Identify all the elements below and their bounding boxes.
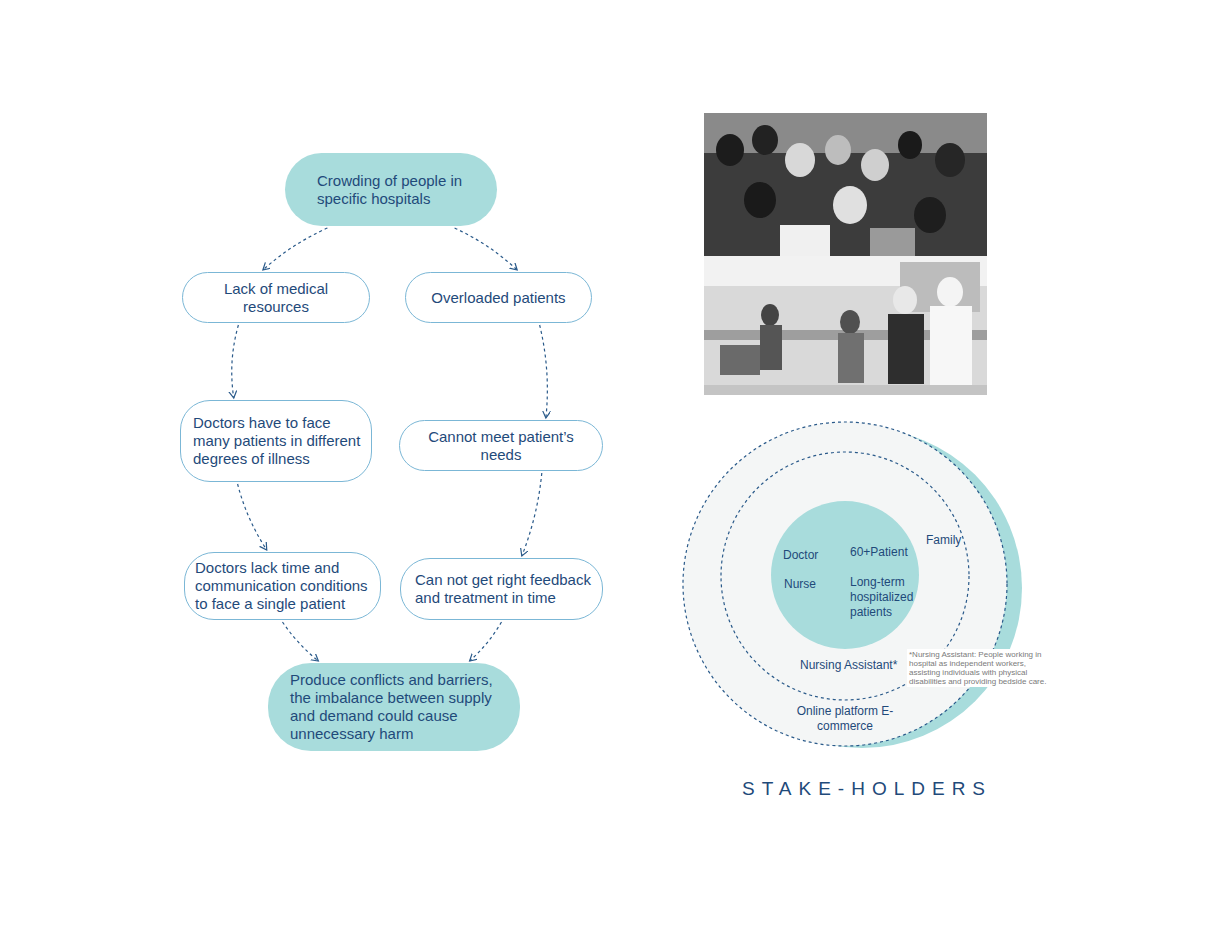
box-text: Produce conflicts and barriers, the imba… [290,671,508,743]
box-text: Doctors have to face many patients in di… [193,414,361,468]
ring-circle [771,501,919,649]
dashed-arrow [263,228,328,270]
stakeholder-ring: Online platform E-commerce FamilyNursing … [682,421,1008,747]
stakeholder-name: 60+Patient [850,545,920,560]
stakeholder-ring: DoctorNurse 60+PatientLong-term hospitali… [770,500,920,650]
box-text: Overloaded patients [414,289,583,307]
dashed-arrow [238,484,267,550]
stakeholder-name: Family [926,533,976,548]
box-text: Lack of medical resources [189,280,363,316]
dashed-arrow [283,622,319,661]
box-text: Cannot meet patient’s needs [406,428,596,464]
box-text: Doctors lack time and communication cond… [195,559,372,613]
dashed-arrow [455,228,518,270]
footnote: *Nursing Assistant: People working in ho… [907,649,1049,687]
process-box: Doctors have to face many patients in di… [180,400,372,482]
stakeholder-name: Nurse [784,577,834,592]
terminal-box: Produce conflicts and barriers, the imba… [268,663,520,751]
process-box: Cannot meet patient’s needs [399,420,603,471]
dashed-arrow [470,622,502,661]
stakeholder-name: Long-term hospitalized patients [850,575,916,620]
section-title: STAKE-HOLDERS [690,777,1044,801]
process-box: Doctors lack time and communication cond… [184,552,381,620]
stakeholder-name: Doctor [783,548,833,563]
dashed-arrow [540,325,548,418]
dashed-arrow [522,473,542,556]
process-box: Lack of medical resources [182,272,370,323]
box-text: Crowding of people in specific hospitals [317,172,479,208]
crowd-photo [704,113,987,395]
stakeholder-name: Online platform E-commerce [795,704,895,734]
stakeholder-name: Nursing Assistant* [800,658,910,673]
ring-circle [683,422,1007,746]
process-box: Can not get right feedback and treatment… [400,558,603,620]
terminal-box: Crowding of people in specific hospitals [285,153,497,226]
box-text: Can not get right feedback and treatment… [415,571,594,607]
process-box: Overloaded patients [405,272,592,323]
dashed-arrow [232,325,239,398]
